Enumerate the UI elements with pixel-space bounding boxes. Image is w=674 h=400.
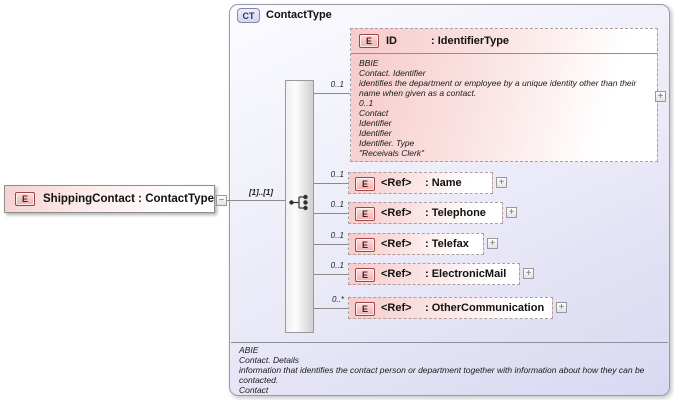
expand-button[interactable]: + <box>506 207 517 218</box>
expand-button[interactable]: + <box>487 238 498 249</box>
element-name: <Ref> <box>381 207 412 219</box>
element-name: ID <box>386 35 397 47</box>
element-icon: E <box>355 177 375 191</box>
element-icon: E <box>355 268 375 282</box>
element-type: : OtherCommunication <box>425 302 545 314</box>
complex-type-icon: CT <box>237 8 260 23</box>
sequence-compositor-icon <box>289 194 308 211</box>
element-type: : IdentifierType <box>431 35 510 47</box>
ref-element-box-telefax[interactable]: E <Ref> : Telefax <box>348 233 484 255</box>
element-icon: E <box>355 207 375 221</box>
element-icon: E <box>359 34 379 48</box>
element-icon: E <box>355 302 375 316</box>
annotation-separator <box>231 342 668 343</box>
connector-line <box>314 274 348 275</box>
connector-line <box>314 183 348 184</box>
element-name: <Ref> <box>381 177 412 189</box>
cardinality-label: 0..1 <box>330 170 344 179</box>
element-icon: E <box>355 238 375 252</box>
annotation-line: Contact. Identifier <box>359 68 426 78</box>
root-element-box[interactable]: E ShippingContact : ContactType <box>4 185 215 213</box>
element-icon: E <box>15 192 35 206</box>
connector-line <box>314 244 348 245</box>
cardinality-label: 0..1 <box>330 200 344 209</box>
ref-element-box-electronicmail[interactable]: E <Ref> : ElectronicMail <box>348 263 520 285</box>
id-element-title-row: E ID : IdentifierType <box>351 29 657 54</box>
expand-button[interactable]: + <box>556 302 567 313</box>
cardinality-label: 0..1 <box>330 231 344 240</box>
connector-line <box>314 308 348 309</box>
expand-button[interactable]: + <box>655 91 666 102</box>
ref-element-box-othercommunication[interactable]: E <Ref> : OtherCommunication <box>348 297 553 319</box>
annotation-line: ABIE <box>239 345 259 355</box>
annotation-line: Contact <box>239 385 269 395</box>
annotation-line: Identifier. Type <box>359 138 415 148</box>
connector-line <box>314 93 350 94</box>
cardinality-label: 0..1 <box>330 261 344 270</box>
annotation-line: information that identifies the contact … <box>239 365 645 385</box>
annotation-line: identifies the department or employee by… <box>359 78 637 98</box>
annotation-line: Identifier <box>359 118 392 128</box>
element-name: <Ref> <box>381 238 412 250</box>
annotation-line: Identifier <box>359 128 392 138</box>
element-type: : Telephone <box>425 207 486 219</box>
cardinality-label: 0..1 <box>330 80 344 89</box>
root-element-label: ShippingContact : ContactType <box>43 193 215 205</box>
element-type: : Telefax <box>425 238 469 250</box>
root-cardinality-label: [1]..[1] <box>249 188 273 197</box>
annotation-line: 0..1 <box>359 98 374 108</box>
complex-type-title: ContactType <box>266 9 332 21</box>
cardinality-label: 0..* <box>331 295 344 304</box>
annotation-line: Contact <box>359 108 389 118</box>
ref-element-box-telephone[interactable]: E <Ref> : Telephone <box>348 202 503 224</box>
expand-button[interactable]: + <box>496 177 507 188</box>
expand-button[interactable]: + <box>523 268 534 279</box>
connector-line <box>314 213 348 214</box>
element-name: <Ref> <box>381 302 412 314</box>
annotation-line: Contact. Details <box>239 355 299 365</box>
collapse-button[interactable]: − <box>216 195 227 206</box>
annotation-line: "Receivals Clerk" <box>359 148 425 158</box>
ref-element-box-name[interactable]: E <Ref> : Name <box>348 172 493 194</box>
connector-line <box>227 200 285 201</box>
element-type: : ElectronicMail <box>425 268 507 280</box>
annotation-line: BBIE <box>359 58 379 68</box>
element-name: <Ref> <box>381 268 412 280</box>
element-type: : Name <box>425 177 462 189</box>
